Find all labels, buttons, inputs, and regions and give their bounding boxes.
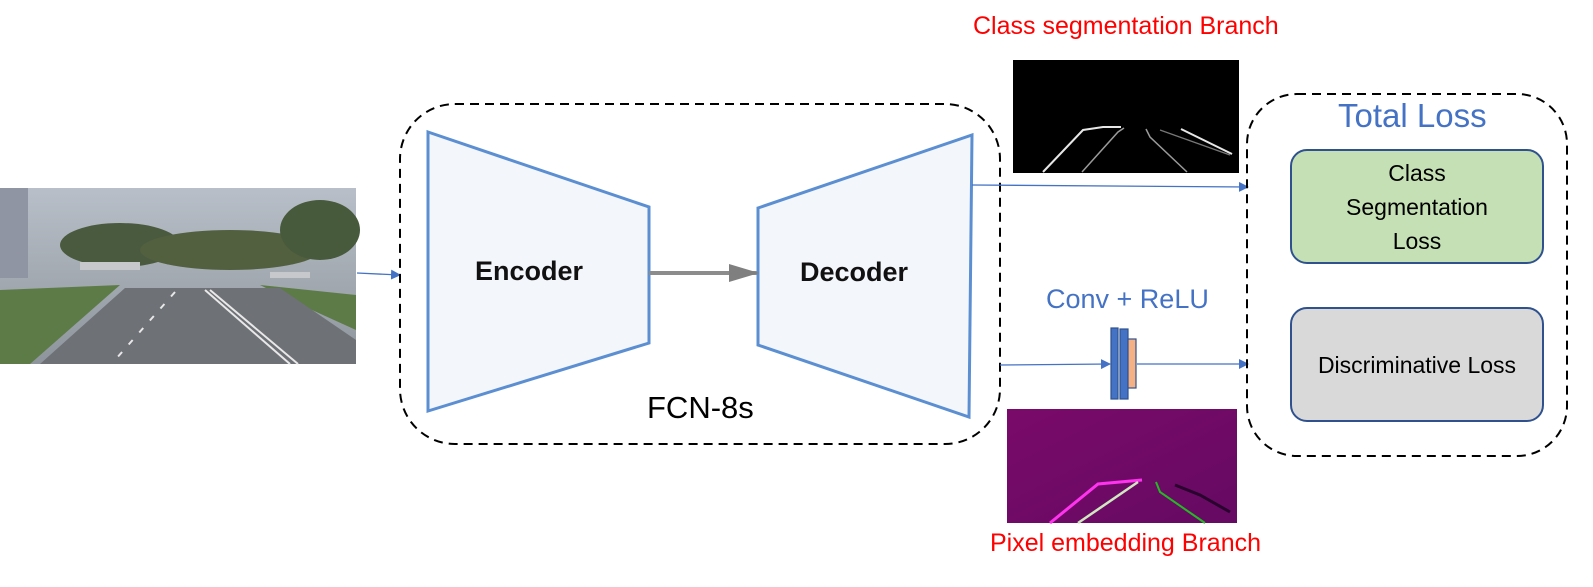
conv-relu-block[interactable] bbox=[1110, 327, 1137, 400]
class-seg-image bbox=[1013, 60, 1239, 173]
encoder-block bbox=[426, 129, 651, 414]
conv-relu-label: Conv + ReLU bbox=[1046, 284, 1209, 314]
decoder-block bbox=[756, 132, 974, 420]
total-loss-container bbox=[1246, 93, 1568, 457]
fcn-container bbox=[399, 103, 1001, 445]
total-loss-title: Total Loss bbox=[1338, 97, 1487, 134]
class-seg-loss-box bbox=[1290, 149, 1544, 264]
class-seg-branch-title: Class segmentation Branch bbox=[973, 12, 1279, 40]
input-image bbox=[0, 188, 360, 365]
discriminative-loss-box bbox=[1290, 307, 1544, 422]
class-seg-loss-label: Class Segmentation Loss bbox=[1346, 159, 1488, 254]
encoder-label: Encoder bbox=[475, 256, 584, 286]
discriminative-loss-label: Discriminative Loss bbox=[1317, 351, 1517, 378]
pixel-emb-branch-title: Pixel embedding Branch bbox=[990, 529, 1261, 557]
fcn-label: FCN-8s bbox=[647, 390, 754, 425]
decoder-label: Decoder bbox=[800, 257, 909, 287]
arrow-to-conv bbox=[999, 359, 1111, 370]
arrow-to-class-loss bbox=[971, 181, 1249, 192]
pixel-embedding-image bbox=[1007, 409, 1237, 525]
arrow-input-to-fcn bbox=[356, 269, 401, 280]
